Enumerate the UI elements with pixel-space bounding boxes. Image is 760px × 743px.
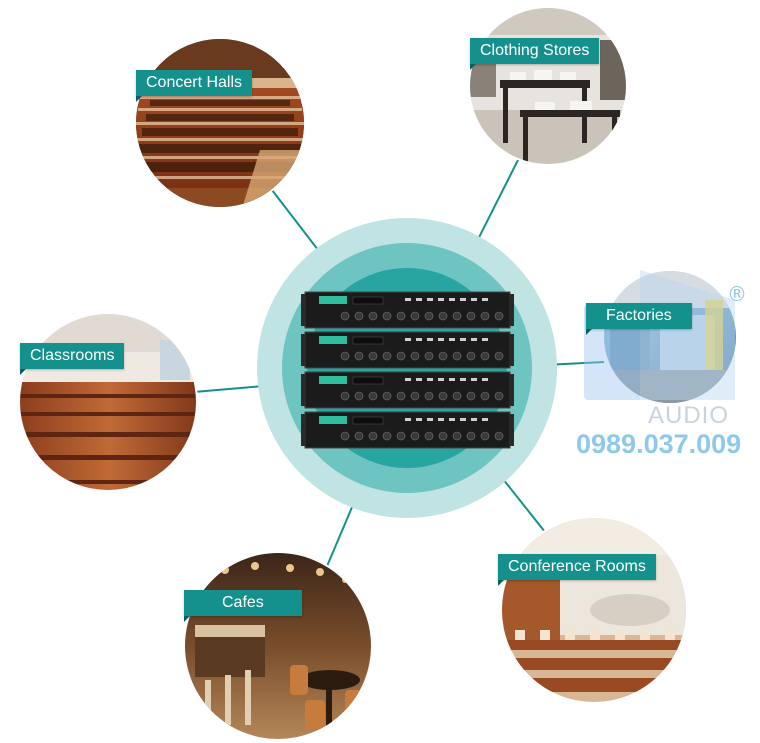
amplifier-knob: [480, 311, 490, 321]
amplifier-knob: [424, 351, 434, 361]
amplifier-unit: [301, 331, 514, 369]
amplifier-knob: [382, 311, 392, 321]
watermark-brand-text: AUDIO: [648, 402, 730, 429]
amplifier-knob: [368, 351, 378, 361]
stacked-amplifier-units: [301, 291, 514, 449]
amplifier-knob: [382, 431, 392, 441]
amplifier-knob: [480, 351, 490, 361]
amplifier-knob: [396, 391, 406, 401]
amplifier-knob: [340, 351, 350, 361]
amplifier-knob: [438, 351, 448, 361]
amplifier-knob: [368, 431, 378, 441]
amplifier-knob: [480, 391, 490, 401]
classroom-photo: [18, 312, 198, 492]
amplifier-knob: [424, 431, 434, 441]
amplifier-knob: [396, 311, 406, 321]
amplifier-knob: [340, 431, 350, 441]
label-classrooms: Classrooms: [20, 343, 125, 375]
amplifier-knob: [452, 311, 462, 321]
amplifier-knob: [480, 431, 490, 441]
registered-mark: ®: [727, 282, 747, 306]
amplifier-knob: [466, 311, 476, 321]
label-conference-rooms: Conference Rooms: [498, 554, 656, 586]
amplifier-knob: [438, 311, 448, 321]
amplifier-knob: [354, 351, 364, 361]
cafe-photo: [183, 551, 373, 741]
amplifier-knob: [382, 391, 392, 401]
amplifier-unit: [301, 371, 514, 409]
amplifier-knob: [466, 351, 476, 361]
amplifier-knob: [494, 311, 504, 321]
amplifier-knob: [340, 311, 350, 321]
amplifier-knob: [466, 391, 476, 401]
amplifier-knob: [494, 351, 504, 361]
amplifier-knob: [354, 431, 364, 441]
amplifier-knob: [368, 391, 378, 401]
label-concert-halls: Concert Halls: [136, 70, 253, 102]
amplifier-knob: [410, 391, 420, 401]
watermark-phone: 0989.037.009: [576, 429, 742, 459]
amplifier-knob: [438, 391, 448, 401]
concert-hall-photo: [134, 37, 306, 209]
clothing-store-photo: [468, 6, 628, 166]
amplifier-knob: [410, 431, 420, 441]
amplifier-knob: [452, 431, 462, 441]
amplifier-knob: [424, 391, 434, 401]
amplifier-knob: [410, 351, 420, 361]
amplifier-knob: [396, 351, 406, 361]
conference-room-photo: [500, 516, 688, 704]
amplifier-knob: [354, 311, 364, 321]
label-factories: Factories: [586, 303, 692, 335]
amplifier-knob: [396, 431, 406, 441]
amplifier-knob: [438, 431, 448, 441]
amplifier-knob: [452, 351, 462, 361]
label-clothing-stores: Clothing Stores: [470, 38, 600, 70]
amplifier-knob: [340, 391, 350, 401]
amplifier-knob: [410, 311, 420, 321]
amplifier-knob: [424, 311, 434, 321]
factory-photo: [602, 269, 738, 405]
amplifier-knob: [466, 431, 476, 441]
amplifier-knob: [368, 311, 378, 321]
amplifier-knob: [494, 391, 504, 401]
amplifier-knob: [452, 391, 462, 401]
label-cafes: Cafes: [184, 590, 302, 622]
amplifier-knob: [494, 431, 504, 441]
amplifier-knob: [354, 391, 364, 401]
amplifier-knob: [382, 351, 392, 361]
amplifier-unit: [301, 411, 514, 449]
amplifier-unit: [301, 291, 514, 329]
